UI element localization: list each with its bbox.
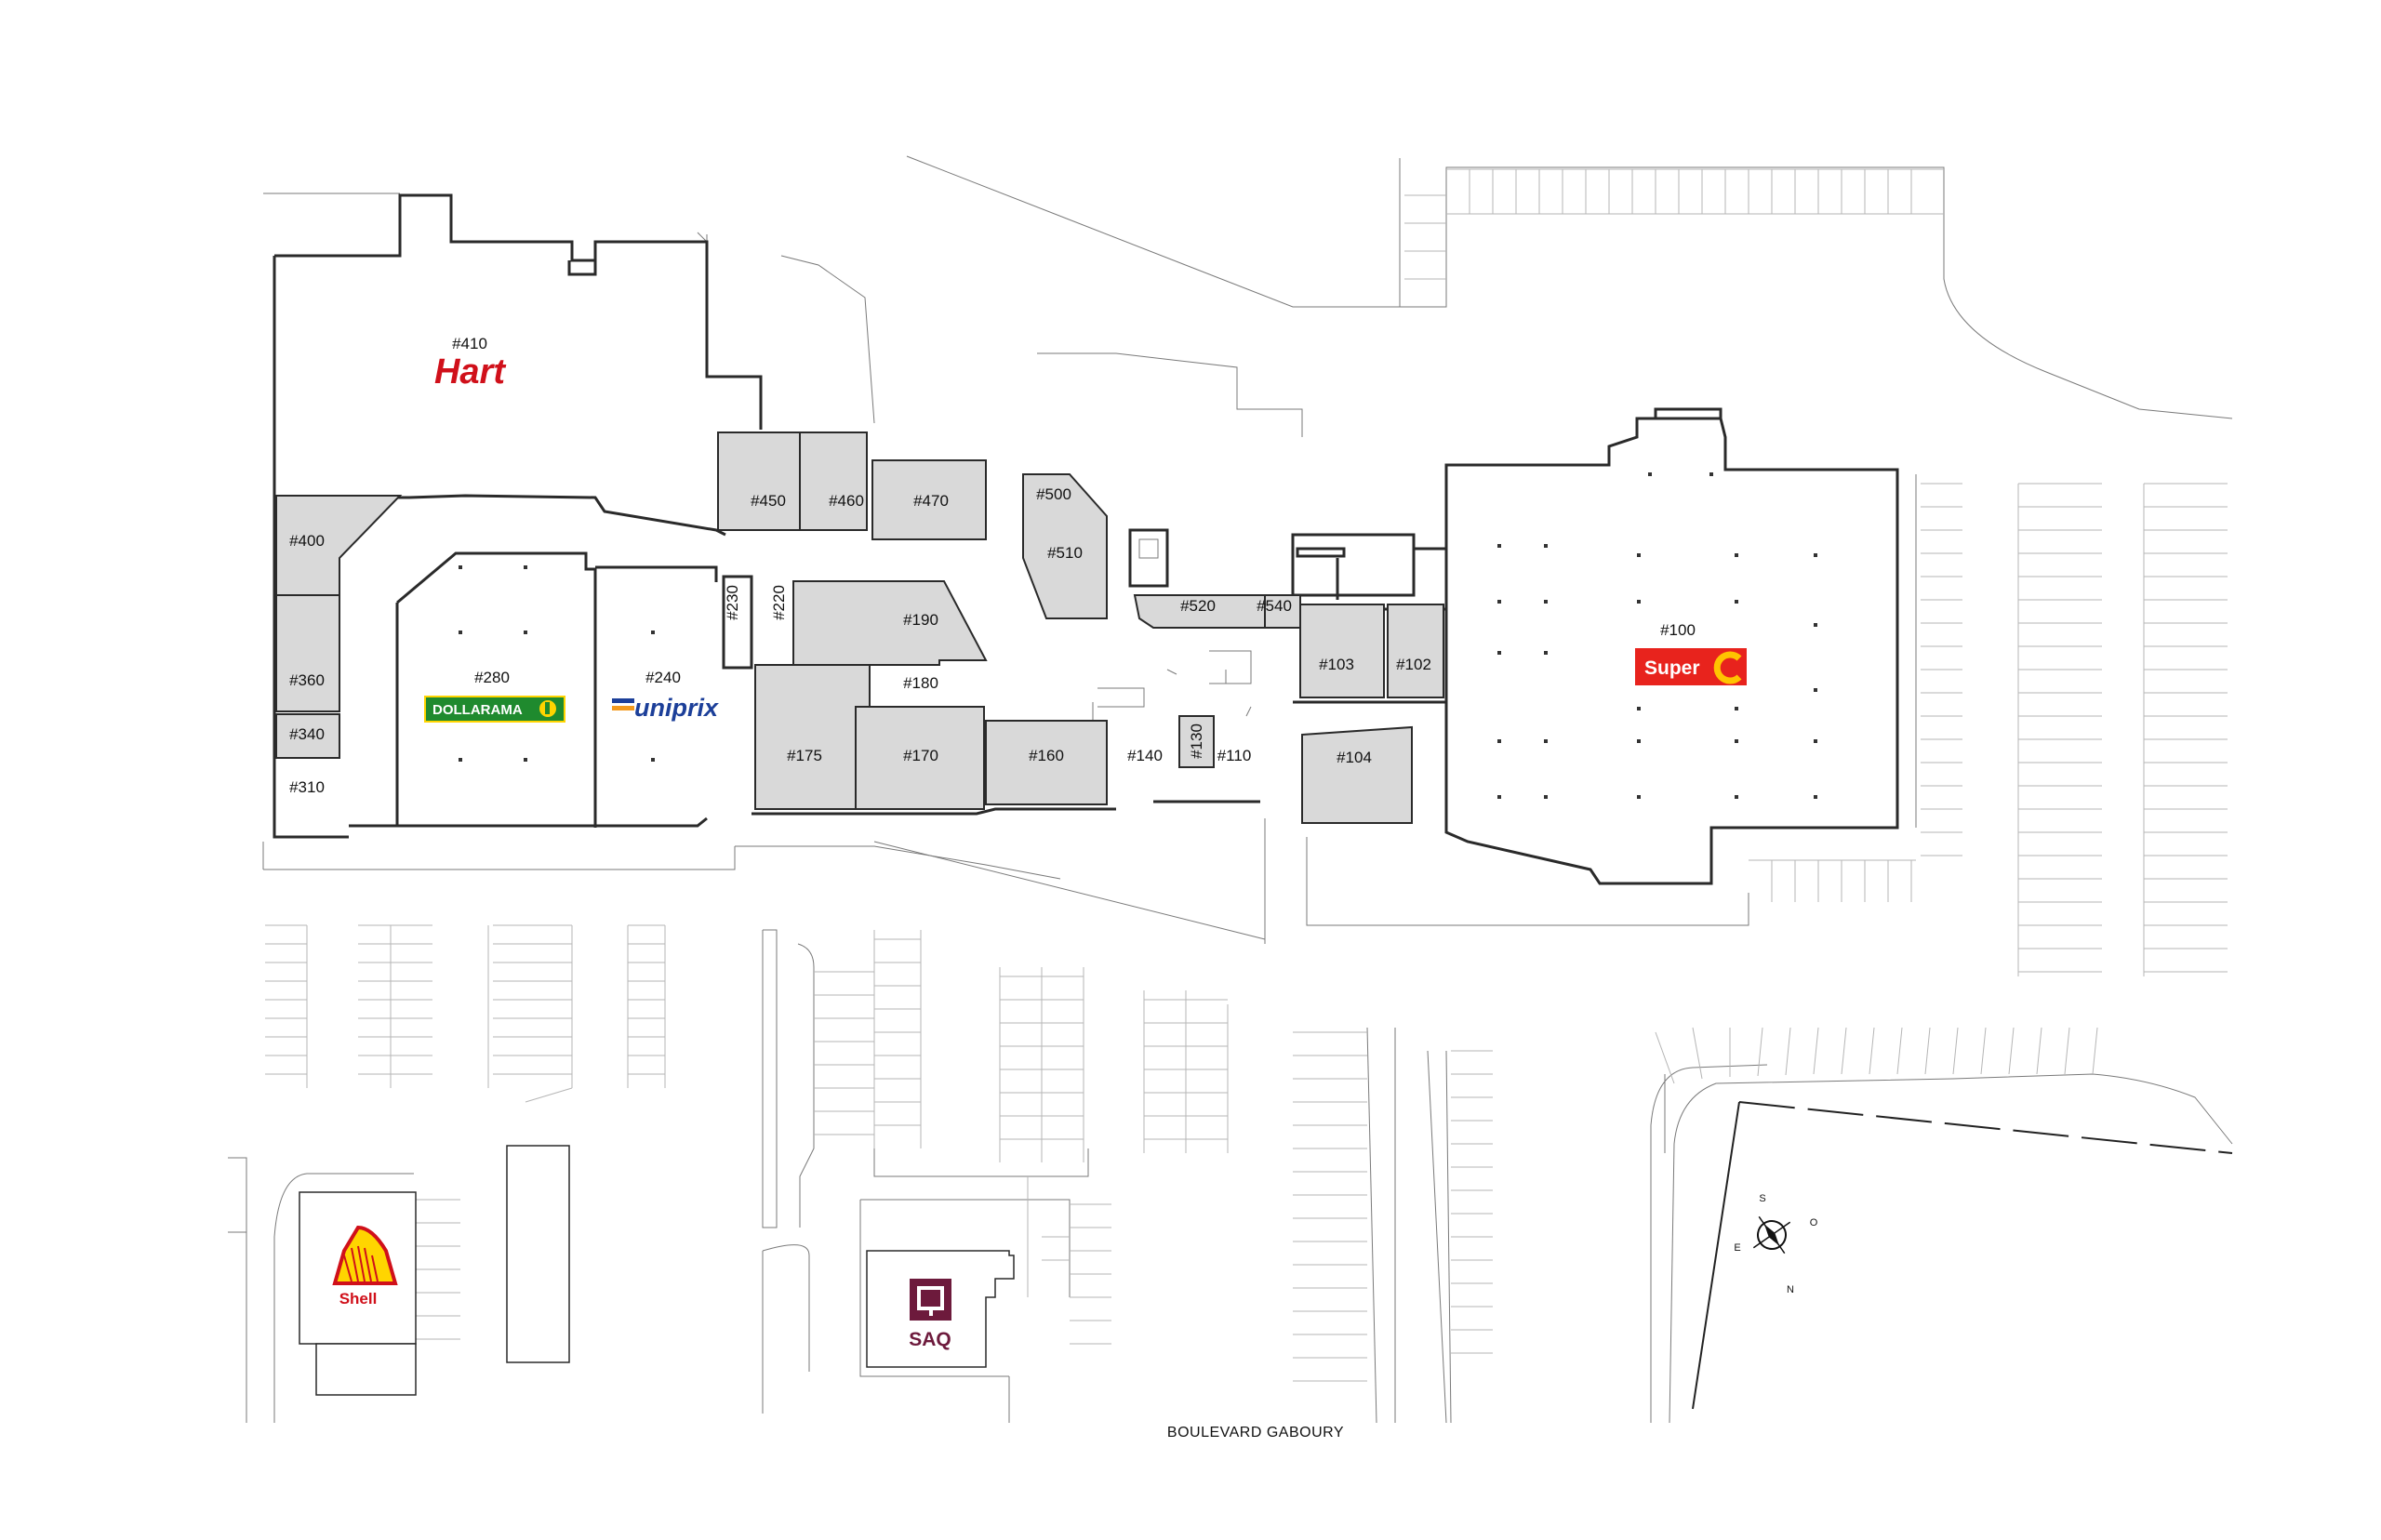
unit-label-104: #104	[1337, 749, 1372, 766]
unit-label-220: #220	[770, 585, 788, 620]
hart-logo: Hart	[434, 352, 506, 392]
unit-labels: #410 #400 #360 #340 #310 #280 #240 #230 …	[289, 335, 1696, 796]
unit-label-100: #100	[1660, 621, 1696, 639]
unit-label-240: #240	[645, 669, 681, 686]
saq-logo: SAQ	[909, 1279, 951, 1350]
unit-label-460: #460	[829, 492, 864, 510]
hart-logo-text: Hart	[434, 352, 506, 392]
compass-icon	[1752, 1215, 1791, 1255]
site-outline	[228, 155, 2233, 1424]
unit-label-540: #540	[1257, 597, 1292, 615]
unit-label-130: #130	[1188, 724, 1205, 759]
unit-label-230: #230	[724, 585, 741, 620]
compass-west: O	[1810, 1217, 1818, 1228]
shell-logo-text: Shell	[339, 1290, 378, 1308]
compass-north: N	[1787, 1284, 1794, 1295]
unit-label-360: #360	[289, 671, 325, 689]
unit-label-310: #310	[289, 778, 325, 796]
columns	[459, 472, 1817, 799]
unit-label-520: #520	[1180, 597, 1216, 615]
unit-label-103: #103	[1319, 656, 1354, 673]
units	[275, 431, 1444, 824]
compass-south: S	[1759, 1193, 1765, 1204]
unit-label-280: #280	[474, 669, 510, 686]
unit-label-102: #102	[1396, 656, 1431, 673]
road-label: BOULEVARD GABOURY	[1167, 1425, 1344, 1440]
dollarama-logo-text: DOLLARAMA	[432, 702, 523, 718]
unit-label-175: #175	[787, 747, 822, 764]
unit-label-170: #170	[903, 747, 938, 764]
unit-label-110: #110	[1217, 747, 1252, 764]
unit-label-180: #180	[903, 674, 938, 692]
shell-logo: Shell	[332, 1225, 398, 1308]
unit-label-450: #450	[751, 492, 786, 510]
unit-label-510: #510	[1047, 544, 1083, 562]
super-c-logo-text: Super	[1644, 657, 1700, 679]
compass-east: E	[1734, 1242, 1740, 1254]
unit-label-190: #190	[903, 611, 938, 629]
unit-label-500: #500	[1036, 485, 1071, 503]
unit-label-160: #160	[1029, 747, 1064, 764]
unit-label-410: #410	[452, 335, 487, 352]
dollarama-logo: DOLLARAMA	[424, 696, 565, 723]
uniprix-logo-text: uniprix	[634, 694, 719, 722]
super-c-logo: Super	[1635, 648, 1747, 685]
unit-label-400: #400	[289, 532, 325, 550]
unit-label-340: #340	[289, 725, 325, 743]
uniprix-logo: uniprix	[612, 694, 719, 722]
saq-logo-text: SAQ	[909, 1329, 951, 1350]
parking-stalls	[265, 168, 2228, 1382]
unit-label-470: #470	[913, 492, 949, 510]
unit-label-140: #140	[1127, 747, 1163, 764]
